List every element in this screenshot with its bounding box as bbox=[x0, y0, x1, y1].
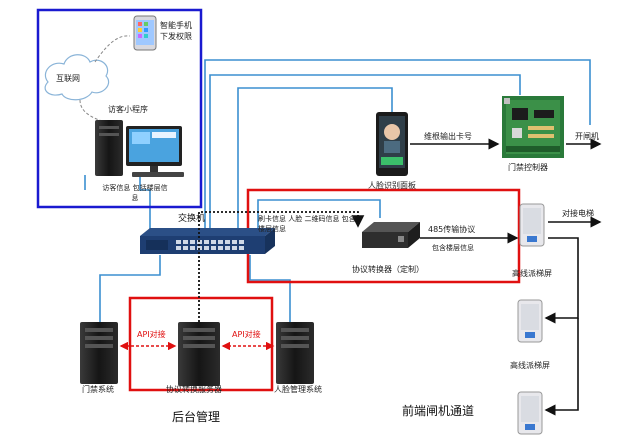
visitor-region-box bbox=[36, 8, 203, 209]
elevator-screen-2-icon bbox=[517, 299, 543, 343]
floor-info-label: 包含楼层信息 bbox=[432, 244, 474, 252]
open-gate-label: 开闸机 bbox=[575, 132, 599, 141]
desktop-pc-icon bbox=[95, 120, 184, 177]
api-right-label: API对接 bbox=[232, 330, 261, 339]
face-recognition-panel-icon bbox=[376, 112, 408, 176]
access-system-label: 门禁系统 bbox=[82, 385, 114, 394]
signal-arrows bbox=[410, 138, 602, 416]
issue-permission-label: 下发权限 bbox=[160, 32, 192, 41]
protocol-server-icon bbox=[178, 322, 220, 386]
backend-heading: 后台管理 bbox=[172, 410, 221, 424]
wiegand-output-label: 维根输出卡号 bbox=[424, 132, 472, 141]
smartphone-icon bbox=[133, 15, 157, 51]
api-left-label: API对接 bbox=[137, 330, 166, 339]
face-mgmt-server-icon bbox=[276, 322, 314, 384]
protocol-server-label: 协议转换服务器 bbox=[166, 385, 222, 394]
visitor-miniprogram-label: 访客小程序 bbox=[108, 105, 148, 114]
server-converter-dotted-link bbox=[198, 211, 365, 322]
internet-cloud-icon bbox=[44, 54, 110, 101]
cloud-phone-link bbox=[94, 35, 131, 63]
protocol-converter-label: 协议转换器（定制） bbox=[352, 265, 424, 274]
elevator-screen-2-label: 高线派梯屏 bbox=[510, 361, 550, 370]
switch-label: 交换机 bbox=[178, 214, 206, 224]
elevator-screen-3-icon bbox=[517, 391, 543, 435]
elevator-screen-1-icon bbox=[519, 203, 545, 247]
smartphone-label: 智能手机 bbox=[160, 21, 192, 30]
access-system-server-icon bbox=[80, 322, 118, 384]
protocol-converter-icon bbox=[362, 222, 420, 248]
card-face-qr-label: 刷卡信息 人脸 二维码信息 包含楼层信息 bbox=[258, 215, 356, 233]
internet-label: 互联网 bbox=[56, 74, 80, 83]
face-mgmt-label: 人脸管理系统 bbox=[274, 385, 322, 394]
access-controller-board-icon bbox=[502, 96, 564, 158]
visitor-info-label: 访客信息 包括楼层信息 bbox=[102, 184, 168, 202]
elevator-link-label: 对接电梯 bbox=[562, 209, 594, 218]
frontend-heading: 前端闸机通道 bbox=[402, 404, 475, 418]
face-panel-label: 人脸识别面板 bbox=[368, 181, 416, 190]
elevator-screen-1-label: 高线派梯屏 bbox=[512, 269, 552, 278]
network-links bbox=[84, 59, 591, 325]
protocol-485-label: 485传输协议 bbox=[428, 225, 476, 234]
cloud-pc-link bbox=[79, 99, 106, 123]
access-controller-label: 门禁控制器 bbox=[508, 163, 548, 172]
network-switch-icon bbox=[140, 228, 275, 254]
